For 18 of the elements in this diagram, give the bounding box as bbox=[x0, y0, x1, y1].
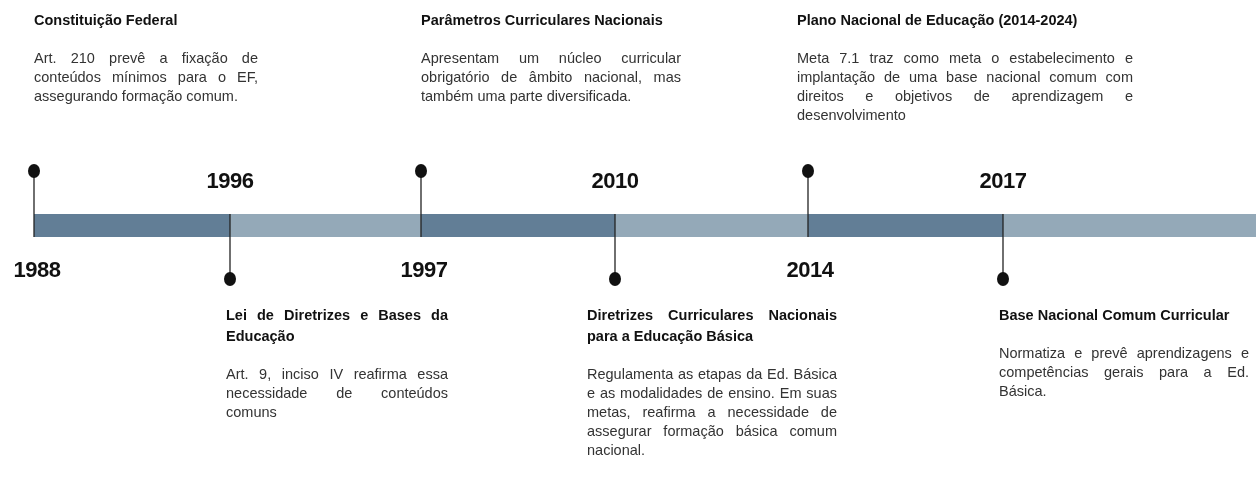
event-description: Regulamenta as etapas da Ed. Básica e as modalidades de ensino. Em suas metas, reafirma a necessidade de assegurar formação básica comum nacional. bbox=[587, 365, 837, 460]
year-label: 1988 bbox=[13, 257, 61, 283]
year-label: 1997 bbox=[400, 257, 448, 283]
event-description: Art. 210 prevê a fixação de conteúdos mínimos para o EF, assegurando formação comum. bbox=[34, 49, 258, 106]
event-title: Base Nacional Comum Curricular bbox=[999, 306, 1231, 325]
event-description: Art. 9, inciso IV reafirma essa necessidade de conteúdos comuns bbox=[226, 365, 448, 422]
year-label: 2010 bbox=[591, 168, 639, 194]
event-description: Apresentam um núcleo curricular obrigatório de âmbito nacional, mas também uma parte diversificada. bbox=[421, 49, 681, 106]
event-title: Plano Nacional de Educação (2014-2024) bbox=[797, 11, 1079, 30]
event-title: Parâmetros Curriculares Nacionais bbox=[421, 11, 664, 30]
year-label: 1996 bbox=[206, 168, 254, 194]
event-title: Diretrizes Curriculares Nacionais para a Educação Básica bbox=[587, 306, 837, 346]
event-description: Meta 7.1 traz como meta o estabelecimento e implantação de uma base nacional comum com direitos e objetivos de aprendizagem e desenvolvimento bbox=[797, 49, 1133, 125]
event-description: Normatiza e prevê aprendizagens e competências gerais para a Ed. Básica. bbox=[999, 344, 1249, 401]
year-label: 2014 bbox=[786, 257, 834, 283]
event-title: Constituição Federal bbox=[34, 11, 179, 30]
year-label: 2017 bbox=[979, 168, 1027, 194]
event-title: Lei de Diretrizes e Bases da Educação bbox=[226, 306, 448, 346]
